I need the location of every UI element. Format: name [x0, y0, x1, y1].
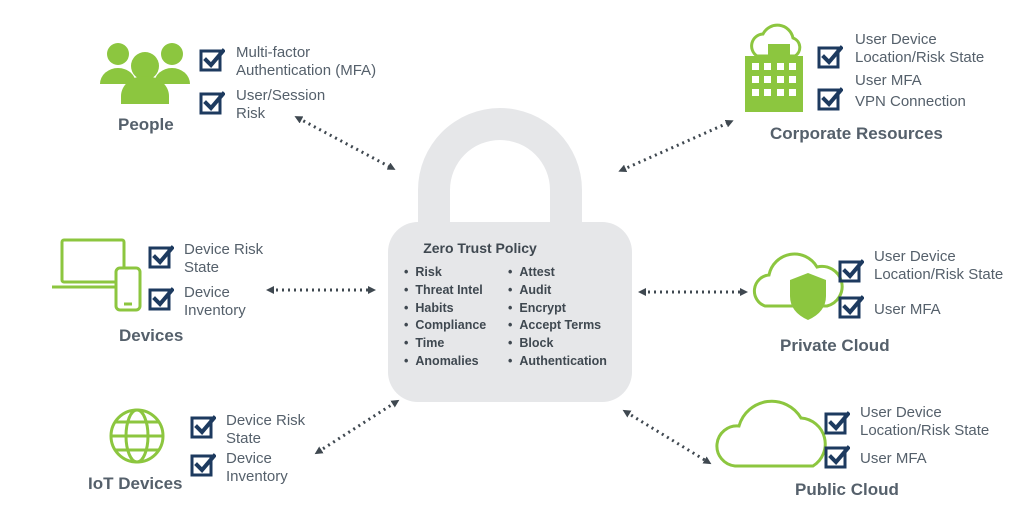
check-label: User Device Location/Risk State	[855, 31, 985, 66]
policy-item: Habits	[404, 300, 486, 318]
people-title: People	[118, 115, 174, 134]
checkbox-icon	[817, 87, 843, 111]
checkbox-icon	[148, 287, 174, 311]
policy-title: Zero Trust Policy	[423, 240, 537, 256]
public-cloud-title: Public Cloud	[795, 480, 899, 499]
checkbox-icon	[190, 453, 216, 477]
check-label: User Device Location/Risk State	[874, 248, 1004, 283]
policy-item: Encrypt	[508, 300, 607, 318]
policy-item: Anomalies	[404, 353, 486, 371]
checkbox-icon	[817, 45, 843, 69]
policy-item: Threat Intel	[404, 282, 486, 300]
arrow-people	[294, 116, 396, 170]
policy-list-left: Risk Threat Intel Habits Compliance Time…	[404, 264, 486, 371]
policy-item: Risk	[404, 264, 486, 282]
corporate-resources-title: Corporate Resources	[770, 124, 943, 143]
check-label: User MFA	[855, 72, 922, 89]
policy-item: Attest	[508, 264, 607, 282]
checkbox-icon	[838, 259, 864, 283]
policy-item: Compliance	[404, 317, 486, 335]
checkbox-icon	[190, 415, 216, 439]
globe-icon	[109, 408, 165, 464]
policy-item: Authentication	[508, 353, 607, 371]
check-label: Device Risk State	[184, 241, 264, 276]
check-label: User Device Location/Risk State	[860, 404, 990, 439]
policy-item: Block	[508, 335, 607, 353]
check-label: Multi-factor Authentication (MFA)	[236, 44, 377, 79]
check-label: User MFA	[874, 301, 941, 318]
arrow-iot	[314, 399, 400, 455]
check-label: User/Session Risk	[236, 87, 326, 122]
checkbox-icon	[824, 411, 850, 435]
cloud-shield-icon	[752, 252, 844, 320]
check-label: VPN Connection	[855, 93, 966, 110]
private-cloud-title: Private Cloud	[780, 336, 890, 355]
checkbox-icon	[199, 48, 225, 72]
arrow-corporate	[618, 119, 734, 173]
check-label: Device Inventory	[184, 284, 246, 319]
policy-item: Accept Terms	[508, 317, 607, 335]
checkbox-icon	[838, 295, 864, 319]
policy-list-right: Attest Audit Encrypt Accept Terms Block …	[508, 264, 607, 371]
devices-icon	[52, 238, 142, 312]
checkbox-icon	[199, 91, 225, 115]
iot-devices-title: IoT Devices	[88, 474, 183, 493]
check-label: Device Inventory	[226, 450, 288, 485]
arrow-public-cloud	[622, 409, 712, 465]
cloud-icon	[715, 399, 827, 468]
building-cloud-icon	[745, 23, 803, 112]
check-label: Device Risk State	[226, 412, 306, 447]
policy-item: Time	[404, 335, 486, 353]
checkbox-icon	[824, 445, 850, 469]
checkbox-icon	[148, 245, 174, 269]
check-label: User MFA	[860, 450, 927, 467]
devices-title: Devices	[119, 326, 184, 345]
policy-item: Audit	[508, 282, 607, 300]
connector-arrows	[266, 116, 748, 465]
people-icon	[100, 43, 190, 104]
